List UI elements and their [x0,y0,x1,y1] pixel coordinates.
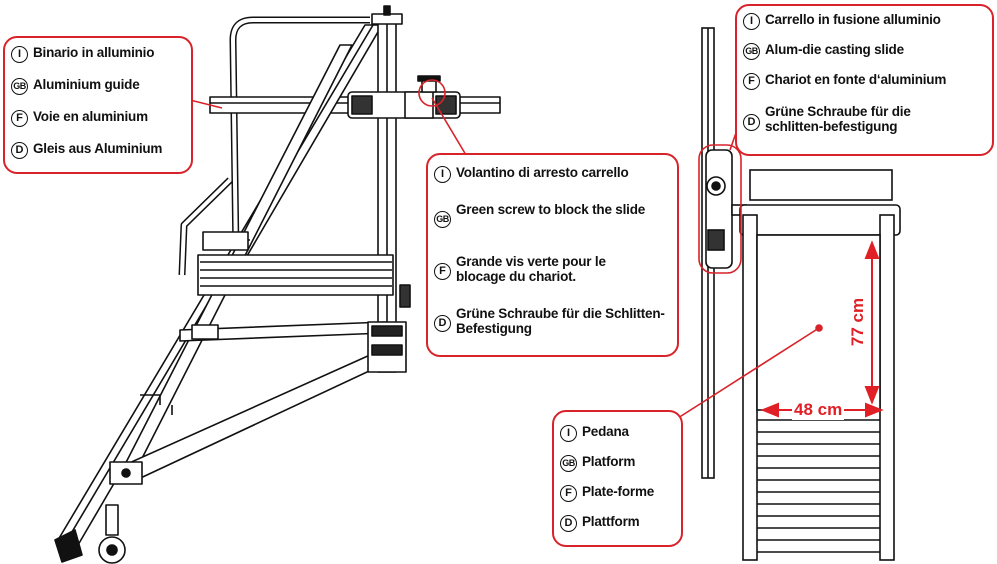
callout-platform-row-de: D Plattform [560,514,640,532]
callout-screw-row-de: D Grüne Schraube für die Schlitten-Befes… [434,306,666,336]
lang-badge: F [11,110,28,127]
callout-slide-row-it: I Carrello in fusione alluminio [743,12,941,30]
slide-label-de: Grüne Schraube für die schlitten-befesti… [765,104,911,134]
callout-screw-row-fr: F Grande vis verte pour le blocage du ch… [434,254,656,284]
lang-badge: F [560,485,577,502]
callout-slide-row-de: D Grüne Schraube für die schlitten-befes… [743,104,965,134]
screw-label-it: Volantino di arresto carrello [456,165,629,180]
slide-label-gb: Alum-die casting slide [765,42,904,57]
callout-platform-row-gb: GB Platform [560,454,635,472]
lang-badge: I [434,166,451,183]
leader-lines [189,79,823,419]
callout-slide-row-fr: F Chariot en fonte d‘aluminium [743,72,946,90]
dimension-depth-label: 77 cm [848,297,867,347]
top-view-steps [757,419,880,553]
screw-label-gb: Green screw to block the slide [456,202,646,217]
screw-label-de: Grüne Schraube für die Schlitten-Befesti… [456,306,665,336]
top-view-ladder [701,27,901,561]
platform-label-de: Plattform [582,514,640,529]
lang-badge: I [11,46,28,63]
callout-rail-row-it: I Binario in alluminio [11,45,154,63]
callout-rail: I Binario in alluminio GB Aluminium guid… [3,36,193,174]
rail-label-de: Gleis aus Aluminium [33,141,163,156]
dimension-width-label: 48 cm [792,400,845,420]
rail-label-it: Binario in alluminio [33,45,155,60]
lang-badge: I [743,13,760,30]
rail-label-gb: Aluminium guide [33,77,140,92]
callout-slide: I Carrello in fusione alluminio GB Alum-… [735,4,994,156]
lang-badge: GB [560,455,577,472]
lang-badge: D [743,114,760,131]
callout-screw-row-gb: GB Green screw to block the slide [434,202,656,228]
lang-badge: D [11,142,28,159]
dimension-arrows [760,240,884,418]
callout-platform-row-fr: F Plate-forme [560,484,654,502]
callout-rail-row-gb: GB Aluminium guide [11,77,140,95]
callout-platform: I Pedana GB Platform F Plate-forme D Pla… [552,410,683,547]
callout-rail-row-de: D Gleis aus Aluminium [11,141,162,159]
callout-screw: I Volantino di arresto carrello GB Green… [426,153,679,357]
rail-label-fr: Voie en aluminium [33,109,148,124]
lang-badge: GB [11,78,28,95]
lang-badge: F [434,263,451,280]
callout-rail-row-fr: F Voie en aluminium [11,109,148,127]
platform-label-fr: Plate-forme [582,484,655,499]
callout-screw-row-it: I Volantino di arresto carrello [434,165,629,183]
platform-label-it: Pedana [582,424,629,439]
lang-badge: GB [434,211,451,228]
slide-label-it: Carrello in fusione alluminio [765,12,941,27]
lang-badge: D [434,315,451,332]
lang-badge: GB [743,43,760,60]
lang-badge: I [560,425,577,442]
screw-label-fr: Grande vis verte pour le blocage du char… [456,254,606,284]
slide-label-fr: Chariot en fonte d‘aluminium [765,72,947,87]
side-view-ladder [54,5,501,564]
callout-slide-row-gb: GB Alum-die casting slide [743,42,904,60]
callout-platform-row-it: I Pedana [560,424,629,442]
lang-badge: D [560,515,577,532]
platform-label-gb: Platform [582,454,636,469]
lang-badge: F [743,73,760,90]
